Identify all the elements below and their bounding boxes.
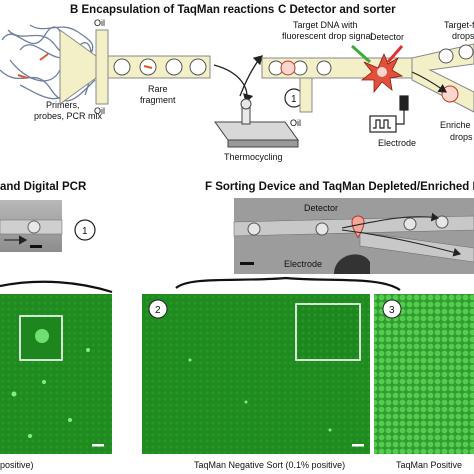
fluorescence-image-2-positives xyxy=(188,358,332,432)
target-drops-label-line2: drops xyxy=(452,31,474,41)
detector-burst-icon xyxy=(360,52,404,94)
oil-top-label: Oil xyxy=(94,18,105,28)
target-dna-label-line1: Target DNA with xyxy=(293,20,358,30)
device-scale-bar xyxy=(240,262,254,265)
fluorescence-image-3-caption: TaqMan Positive xyxy=(396,460,462,470)
curved-arrow-to-sorter xyxy=(239,55,263,97)
sorting-device-lower-branch xyxy=(359,231,474,263)
target-drop-signal xyxy=(280,60,296,76)
sorter-drops xyxy=(268,44,474,76)
curved-arrow-to-plate xyxy=(213,64,254,104)
reagents-label-line2: probes, PCR mix xyxy=(34,111,103,121)
fluorescence-image-3 xyxy=(374,294,474,454)
oil-channel-vertical xyxy=(95,29,109,105)
panel-f-detector-label: Detector xyxy=(304,203,338,213)
fluorescence-image-3-step-number: 3 xyxy=(389,305,395,316)
thermocycling-label: Thermocycling xyxy=(224,152,283,162)
excitation-arrow-green xyxy=(351,44,371,64)
rare-fragment-mark xyxy=(143,65,153,69)
electrode-symbol xyxy=(369,95,409,133)
device-drop-1 xyxy=(247,222,261,236)
sorted-target-drop xyxy=(441,85,459,103)
digital-pcr-scale-bar xyxy=(30,245,42,248)
electrode-label: Electrode xyxy=(378,138,416,148)
target-drops-label-line1: Target-f xyxy=(444,20,474,30)
panel-e-header: and Digital PCR xyxy=(0,181,87,193)
panel-e-bracket xyxy=(0,280,113,294)
device-drop-2 xyxy=(315,222,329,236)
thermocycler-plate-icon xyxy=(214,98,299,148)
panel-b-header: B Encapsulation of TaqMan reactions xyxy=(70,4,274,16)
device-drop-4 xyxy=(403,217,417,231)
fluorescence-image-1-bright-drop xyxy=(35,329,49,343)
fluorescence-image-1-scale-bar xyxy=(92,444,104,447)
fluorescence-image-2-step-number: 2 xyxy=(155,305,161,316)
device-path-lower-arrow xyxy=(341,229,462,257)
device-electrode-shape xyxy=(334,254,370,274)
device-path-upper-arrow xyxy=(341,212,440,229)
target-dna-label-line2: fluorescent drop signal xyxy=(282,31,373,41)
fluorescence-image-1-positives xyxy=(11,348,90,438)
fluorescence-image-3-step-circle xyxy=(382,299,402,319)
emission-arrow-red xyxy=(386,45,404,63)
panel-e-step-circle xyxy=(74,219,96,241)
sort-path-arrow xyxy=(411,71,447,93)
sorter-split xyxy=(411,43,474,113)
digital-pcr-drop xyxy=(27,220,41,234)
reagents-label-line1: Primers, xyxy=(46,100,80,110)
panel-f-bracket xyxy=(175,276,401,291)
enriched-drops-label-line1: Enriche xyxy=(440,120,471,130)
panel-f-header: F Sorting Device and TaqMan Depleted/Enr… xyxy=(205,181,474,193)
fluorescence-image-2-caption: TaqMan Negative Sort (0.1% positive) xyxy=(194,460,345,470)
panel-f-electrode-label: Electrode xyxy=(284,259,322,269)
fluorescence-image-1-caption: positive) xyxy=(0,460,34,470)
panel-e-step-number: 1 xyxy=(82,226,88,237)
panel-c-header: C Detector and sorter xyxy=(278,4,396,16)
oil-bottom-label: Oil xyxy=(94,106,105,116)
fluorescence-image-2-inset-texture xyxy=(297,305,359,359)
sorter-oil-label: Oil xyxy=(290,118,301,128)
enriched-drops-label-line2: drops xyxy=(450,132,473,142)
rare-fragment-label-line2: fragment xyxy=(140,95,176,105)
step-marker-1: 1 xyxy=(291,94,297,105)
sorter-oil-branch xyxy=(299,77,313,113)
fluorescence-image-2-scale-bar xyxy=(352,444,364,447)
rare-fragment-label-line1: Rare xyxy=(148,84,168,94)
fluorescence-image-2-step-circle xyxy=(148,299,168,319)
detector-label: Detector xyxy=(370,32,404,42)
